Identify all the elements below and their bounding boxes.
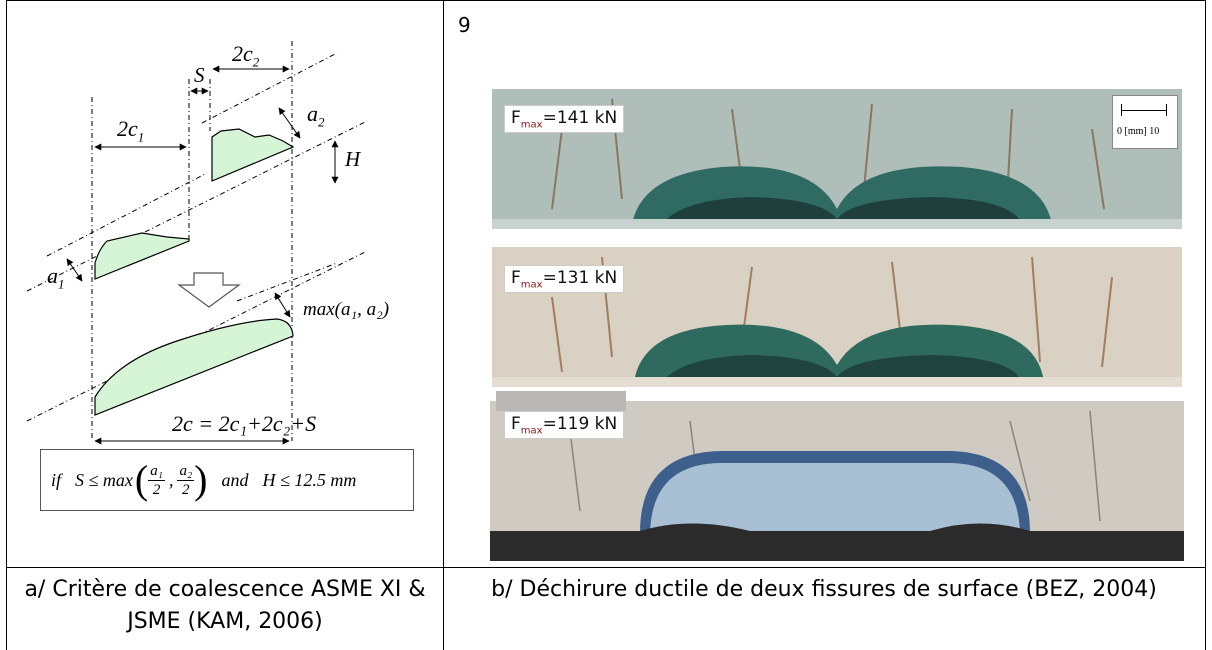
caption-left: a/ Critère de coalescence ASME XI & JSME… xyxy=(24,577,426,634)
table-border-row xyxy=(6,567,1206,568)
scale-bar: 0 [mm] 10 xyxy=(1112,95,1178,149)
condition-if: if xyxy=(51,469,62,490)
fracture-photo-131kn: Fmax=131 kN xyxy=(492,247,1182,387)
table-border-mid xyxy=(443,0,444,650)
crack-1-shape xyxy=(94,232,190,280)
label-max-a: max(a₁, a₂) xyxy=(303,299,390,320)
coalescence-diagram xyxy=(26,41,368,445)
table-border-left xyxy=(6,0,7,650)
label-a1: a1 xyxy=(47,263,65,292)
fracture-photos-cell: 9 Fmax=141 kN xyxy=(444,1,1205,567)
label-h: H xyxy=(345,147,361,171)
condition-h: H ≤ 12.5 mm xyxy=(262,469,357,490)
fracture-photo-141kn: Fmax=141 kN 0 [mm] 10 xyxy=(492,89,1182,229)
condition-and: and xyxy=(221,469,249,490)
coalesced-crack-shape xyxy=(94,318,294,416)
label-2c1: 2c1 xyxy=(117,116,145,145)
coalescence-condition-box: if S ≤ max ( a₁ 2 , a₂ 2 ) and H ≤ 12.5 … xyxy=(40,449,414,511)
label-2c2: 2c2 xyxy=(232,41,260,70)
condition-frac-a1: a₁ 2 xyxy=(148,462,165,498)
fracture-photo-119kn: Fmax=119 kN xyxy=(490,391,1184,561)
condition-frac-a2: a₂ 2 xyxy=(177,462,195,498)
force-label-1: Fmax=141 kN xyxy=(504,105,625,134)
label-a2: a2 xyxy=(307,101,325,130)
label-s: S xyxy=(194,63,205,87)
table-border-right xyxy=(1205,0,1206,650)
force-label-2: Fmax=131 kN xyxy=(504,265,625,294)
figure-table: 2c1 2c2 S a2 H a1 max(a₁, a₂) 2c = 2c₁+2… xyxy=(6,0,1208,650)
crack-2-shape xyxy=(211,128,295,182)
down-arrow-icon xyxy=(177,272,241,308)
coalescence-diagram-cell: 2c1 2c2 S a2 H a1 max(a₁, a₂) 2c = 2c₁+2… xyxy=(7,1,443,567)
caption-right: b/ Déchirure ductile de deux fissures de… xyxy=(491,577,1157,602)
table-border-top xyxy=(6,0,1206,1)
force-label-3: Fmax=119 kN xyxy=(504,411,625,440)
condition-s: S ≤ max xyxy=(75,469,133,490)
figure-number: 9 xyxy=(458,13,471,37)
label-total-length: 2c = 2c₁+2c₂+S xyxy=(172,411,317,436)
